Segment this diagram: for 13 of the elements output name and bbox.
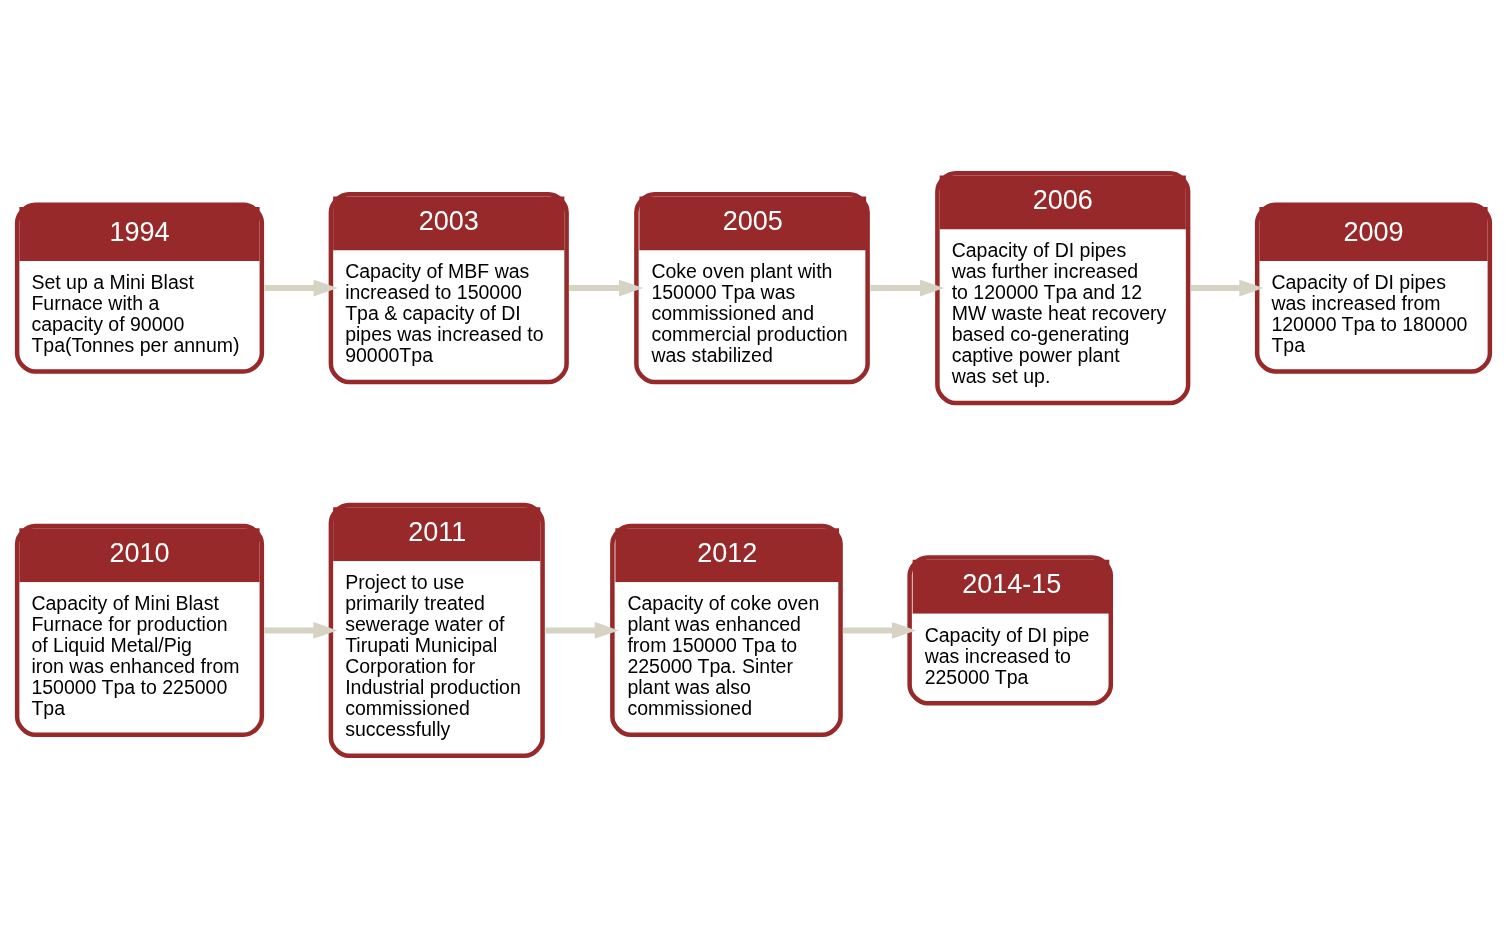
arrow — [264, 279, 338, 297]
node-box: 2010 Capacity of Mini Blast Furnace for production of Liquid Metal/Pig iron was enhanced from 150000 Tpa to 225000 Tpa — [14, 523, 265, 737]
node-box: 1994 Set up a Mini Blast Furnace with a capacity of 90000 Tpa(Tonnes per annum) — [14, 202, 265, 374]
node-box: 2011 Project to use primarily treated sewerage water of Tirupati Municipal Corporation for Industrial production commissioned successfully — [328, 502, 545, 758]
arrow — [1190, 279, 1264, 297]
node-box: 2006 Capacity of DI pipes was further increased to 120000 Tpa and 12 MW waste heat recovery based co-generating captive power plant was set up. — [935, 171, 1191, 406]
arrow — [264, 621, 338, 639]
node-box: 2009 Capacity of DI pipes was increased from 120000 Tpa to 180000 Tpa — [1254, 202, 1493, 374]
arrow — [842, 621, 917, 639]
node-box: 2014-15 Capacity of DI pipe was increased to 225000 Tpa — [907, 555, 1114, 706]
node-box: 2003 Capacity of MBF was increased to 150000 Tpa & capacity of DI pipes was increased to 90000Tpa — [328, 192, 569, 385]
arrow — [870, 279, 945, 297]
arrow — [545, 621, 619, 639]
